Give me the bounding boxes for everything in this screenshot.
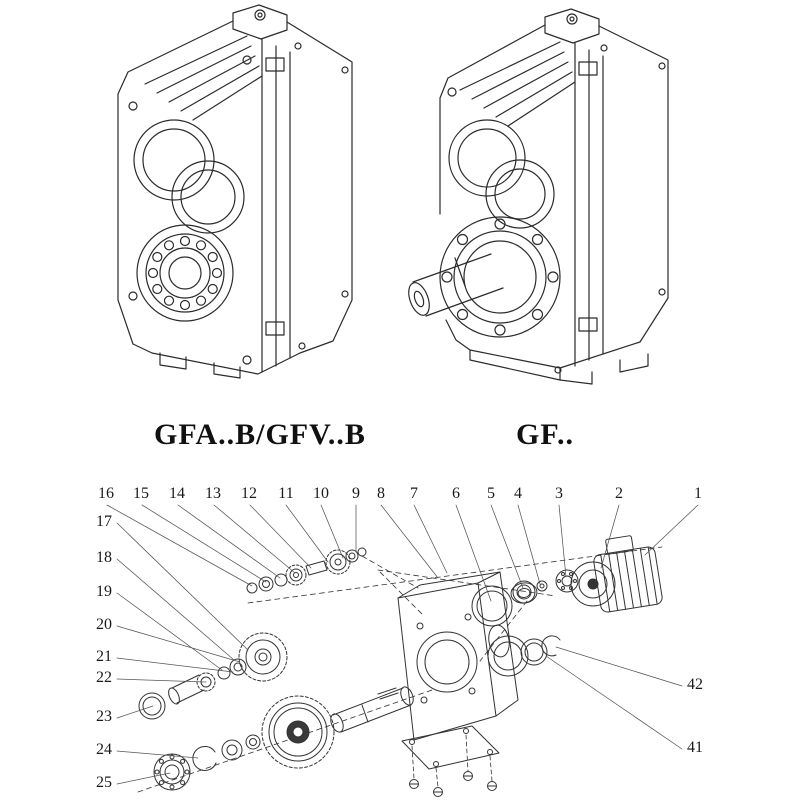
oil-plug-icon <box>254 9 266 21</box>
part-callout-9: 9 <box>352 485 360 502</box>
part-callout-42: 42 <box>687 676 703 693</box>
part-callout-19: 19 <box>96 583 112 600</box>
part-callout-21: 21 <box>96 648 112 665</box>
part-callout-6: 6 <box>452 485 460 502</box>
part-callout-14: 14 <box>169 485 185 502</box>
input-shaft-parts <box>246 547 367 594</box>
part-callout-41: 41 <box>687 739 703 756</box>
assembly-axis-lines <box>137 546 663 793</box>
part-callout-17: 17 <box>96 513 112 530</box>
part-callout-13: 13 <box>205 485 221 502</box>
part-callout-1: 1 <box>694 485 702 502</box>
gfab-gfv-drawing <box>117 4 353 379</box>
output-shaft-detail <box>408 253 504 317</box>
housing-part <box>397 571 538 741</box>
part-callout-25: 25 <box>96 774 112 791</box>
part-callout-7: 7 <box>410 485 418 502</box>
motor-part <box>570 535 663 613</box>
intermediate-gear-parts <box>138 632 288 720</box>
part-callout-23: 23 <box>96 708 112 725</box>
part-callout-10: 10 <box>313 485 329 502</box>
part-callout-15: 15 <box>133 485 149 502</box>
part-callout-24: 24 <box>96 741 112 758</box>
callout-leader-lines <box>106 504 699 785</box>
side-ring-parts <box>487 635 561 677</box>
part-callout-22: 22 <box>96 669 112 686</box>
part-callout-12: 12 <box>241 485 257 502</box>
part-callout-11: 11 <box>278 485 294 502</box>
model-name-gfab-gfv: GFA..B/GFV..B <box>154 418 366 451</box>
part-callout-4: 4 <box>514 485 522 502</box>
part-callout-5: 5 <box>487 485 495 502</box>
output-gear-parts <box>153 686 414 791</box>
input-seal-parts <box>471 569 579 627</box>
part-callout-20: 20 <box>96 616 112 633</box>
bearing-detail <box>136 224 234 322</box>
cover-gasket-parts <box>401 725 500 797</box>
part-callout-3: 3 <box>555 485 563 502</box>
oil-plug-icon <box>566 13 578 25</box>
gf-drawing <box>408 8 669 385</box>
exploded-view-drawing <box>106 504 699 797</box>
part-callout-8: 8 <box>377 485 385 502</box>
part-callout-16: 16 <box>98 485 114 502</box>
output-flange-detail <box>439 216 561 338</box>
part-callout-18: 18 <box>96 549 112 566</box>
part-callout-2: 2 <box>615 485 623 502</box>
model-name-gf: GF.. <box>516 418 574 451</box>
